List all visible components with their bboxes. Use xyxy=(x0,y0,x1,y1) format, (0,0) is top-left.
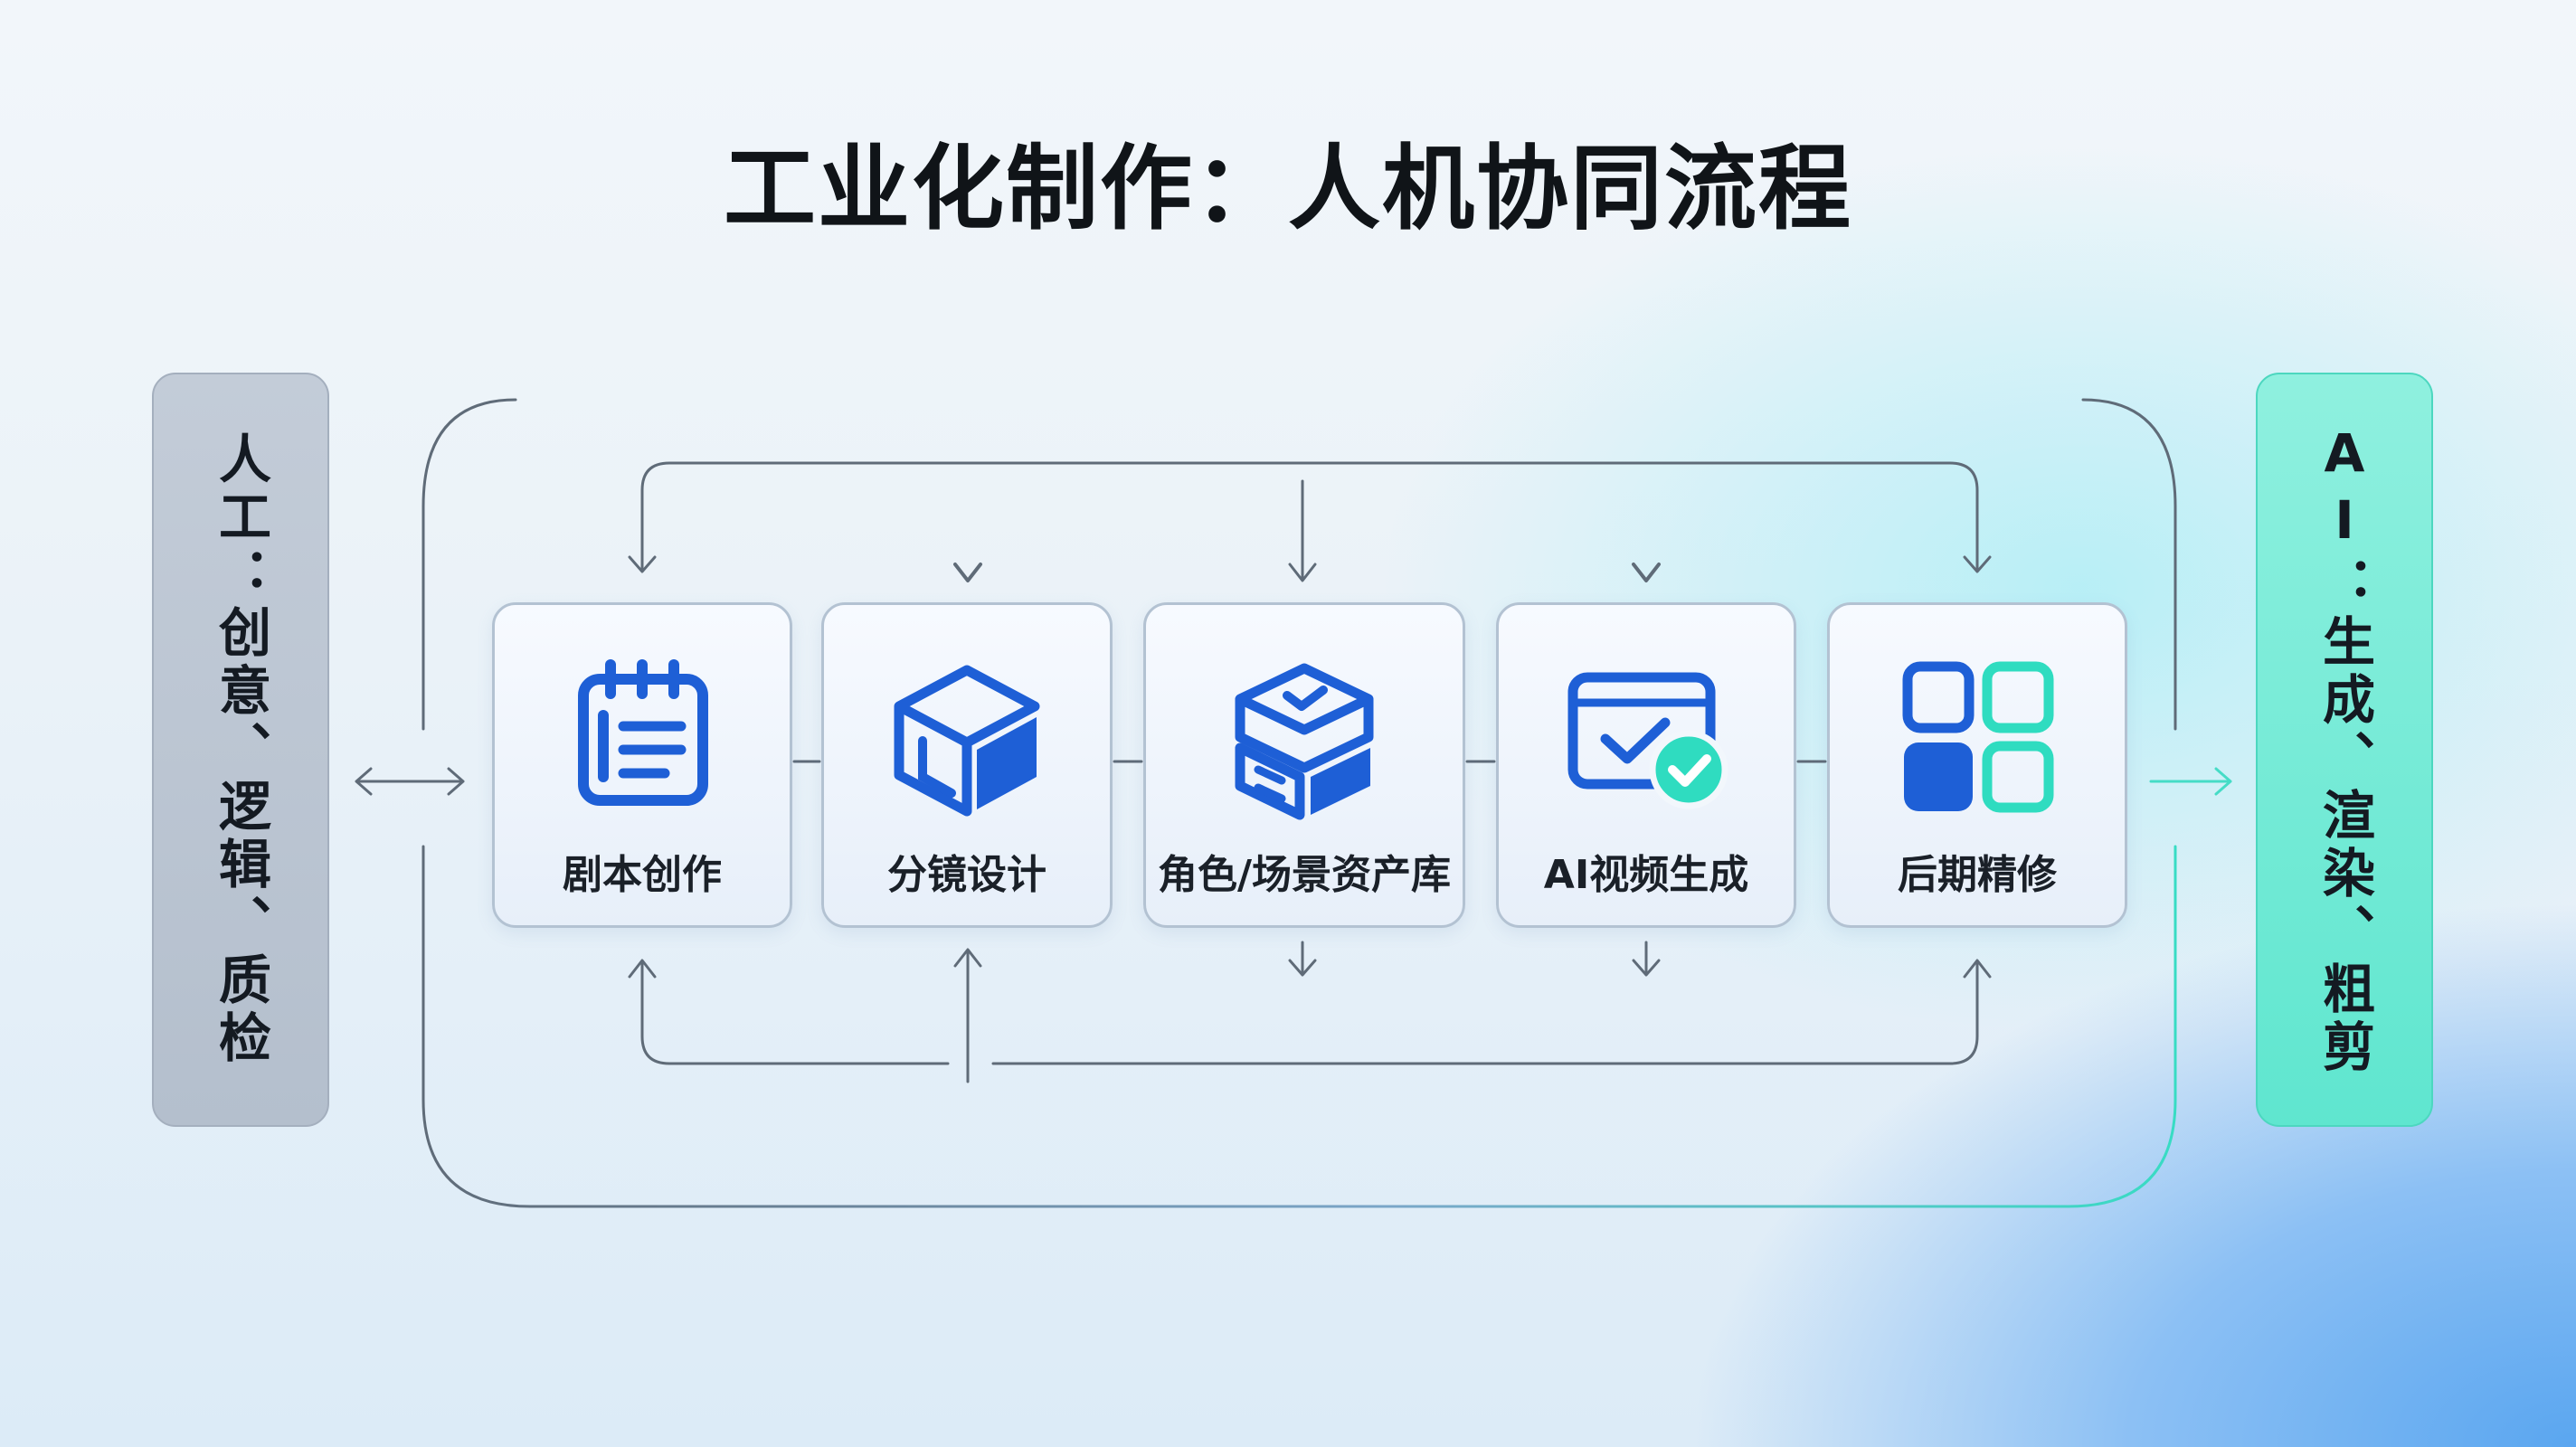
ai-output-arrow xyxy=(2149,767,2232,796)
storyboard-up-arrow xyxy=(953,948,982,968)
page-title: 工业化制作：人机协同流程 xyxy=(724,136,1852,243)
step-label-script: 剧本创作 xyxy=(563,852,722,898)
step-card-ai-video[interactable]: AI视频生成 xyxy=(1496,602,1796,928)
outer-loop-right xyxy=(2081,398,2177,731)
step-label-post: 后期精修 xyxy=(1898,852,2057,898)
step-card-assets[interactable]: 角色/场景资产库 xyxy=(1143,602,1465,928)
step-card-post[interactable]: 后期精修 xyxy=(1827,602,2127,928)
top-loop-arrow-right xyxy=(1963,555,1992,573)
step-label-ai-video: AI视频生成 xyxy=(1543,852,1749,898)
step-card-storyboard[interactable]: 分镜设计 xyxy=(821,602,1113,928)
asset-box-icon xyxy=(1235,663,1374,820)
top-loop xyxy=(640,461,1979,572)
outer-loop-bottom xyxy=(421,845,2177,1208)
bottom-loop-arrow-right xyxy=(1963,959,1992,979)
asset-down-arrow xyxy=(1288,563,1317,582)
video-bottom-arrow xyxy=(1632,941,1661,977)
human-role-text: 人工：创意、逻辑、质检 xyxy=(210,431,271,1068)
step-label-assets: 角色/场景资产库 xyxy=(1157,852,1452,898)
human-role-panel: 人工：创意、逻辑、质检 xyxy=(152,373,329,1127)
asset-bottom-arrow xyxy=(1288,941,1317,977)
video-check-icon xyxy=(1567,672,1728,809)
storyboard-down-chevron xyxy=(953,563,982,582)
top-loop-arrow-left xyxy=(628,555,657,573)
bottom-loop-left xyxy=(640,962,950,1065)
human-bidirectional-arrow xyxy=(355,767,465,796)
ai-role-text: AI：生成、渲染、粗剪 xyxy=(2314,422,2375,1077)
step-card-script[interactable]: 剧本创作 xyxy=(492,602,792,928)
ai-role-panel: AI：生成、渲染、粗剪 xyxy=(2256,373,2433,1127)
bottom-loop-arrow-left xyxy=(628,959,657,979)
outer-loop-left xyxy=(421,398,517,731)
step-label-storyboard: 分镜设计 xyxy=(887,852,1046,898)
cube-storyboard-icon xyxy=(894,665,1040,817)
script-notepad-icon xyxy=(578,659,708,806)
grid-apps-icon xyxy=(1902,661,2054,813)
video-down-chevron xyxy=(1632,563,1661,582)
bottom-loop-right xyxy=(991,962,1979,1065)
